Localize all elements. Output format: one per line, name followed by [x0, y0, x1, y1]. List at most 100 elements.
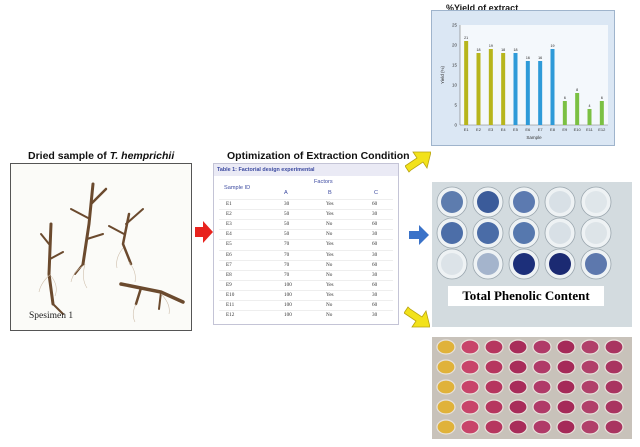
well	[556, 399, 576, 415]
cell-factor-b: No	[326, 231, 333, 238]
purple-well-plate-illustration	[436, 339, 624, 435]
y-tick-label: 20	[452, 43, 458, 48]
x-tick-label: E1	[464, 127, 470, 132]
red-arrow-icon	[195, 221, 213, 243]
cell-factor-a: 50	[284, 221, 290, 228]
specimen-label: Spesimen 1	[29, 311, 73, 321]
well	[477, 253, 499, 275]
bar-e7	[538, 61, 543, 125]
column-header-c: C	[374, 190, 379, 196]
well	[484, 399, 504, 415]
seagrass-specimen-illustration: Spesimen 1	[29, 182, 185, 323]
well	[513, 222, 535, 244]
chart-title: %Yield of extract	[446, 3, 519, 13]
column-header-a: A	[284, 190, 288, 196]
bar-value-label: 6	[601, 96, 603, 100]
y-tick-label: 25	[452, 23, 458, 28]
well	[580, 399, 600, 415]
well	[585, 253, 607, 275]
cell-factor-b: No	[326, 221, 333, 228]
well	[508, 419, 528, 435]
cell-factor-c: 60	[372, 241, 378, 248]
blue-arrow-icon	[409, 225, 429, 245]
well	[556, 419, 576, 435]
bar-e10	[575, 93, 580, 125]
cell-factor-a: 100	[284, 291, 292, 298]
cell-factor-b: No	[326, 312, 333, 319]
well	[441, 253, 463, 275]
cell-factor-c: 60	[372, 201, 378, 207]
bar-e8	[550, 49, 555, 125]
cell-sample-id: E9	[226, 281, 232, 288]
x-axis-label: Sample	[526, 135, 542, 140]
table-row-divider	[219, 229, 393, 231]
cell-factor-b: Yes	[326, 241, 334, 248]
well	[556, 359, 576, 375]
cell-factor-c: 30	[372, 291, 378, 298]
cell-factor-a: 100	[284, 312, 292, 319]
well	[549, 222, 571, 244]
cell-sample-id: E3	[226, 221, 232, 228]
well	[580, 339, 600, 355]
well	[556, 379, 576, 395]
x-tick-label: E4	[501, 127, 507, 132]
well	[580, 419, 600, 435]
table-row-divider	[219, 259, 393, 261]
specimen-photo: Spesimen 1	[10, 163, 192, 331]
cell-sample-id: E4	[226, 231, 232, 238]
well	[513, 253, 535, 275]
table-row-divider	[219, 269, 393, 271]
bar-e12	[599, 101, 604, 125]
table-row-divider	[219, 310, 393, 312]
well	[532, 379, 552, 395]
well	[532, 339, 552, 355]
well	[532, 359, 552, 375]
cell-factor-a: 50	[284, 231, 290, 238]
well	[436, 399, 456, 415]
x-tick-label: E12	[598, 127, 606, 132]
bar-e6	[525, 61, 530, 125]
cell-sample-id: E7	[226, 261, 232, 268]
bar-e3	[488, 49, 493, 125]
bar-value-label: 18	[501, 48, 505, 52]
optimization-title: Optimization of Extraction Condition	[227, 150, 410, 162]
dried-sample-title-prefix: Dried sample of	[28, 150, 110, 162]
yellow-arrow-up-icon	[405, 151, 431, 173]
cell-factor-b: No	[326, 302, 333, 308]
well	[604, 379, 624, 395]
cell-factor-b: No	[326, 271, 333, 278]
well	[484, 379, 504, 395]
table-row-divider	[219, 249, 393, 251]
x-tick-label: E5	[513, 127, 519, 132]
cell-factor-a: 70	[284, 271, 290, 278]
well	[460, 399, 480, 415]
dried-sample-title: Dried sample of T. hemprichii	[28, 150, 174, 162]
plot-area	[460, 25, 608, 125]
well	[484, 419, 504, 435]
cell-sample-id: E5	[226, 241, 232, 248]
sample-id-header: Sample ID	[224, 185, 251, 191]
y-tick-label: 10	[452, 83, 458, 88]
factors-header: Factors	[314, 179, 333, 185]
y-tick-label: 15	[452, 63, 458, 68]
well	[580, 379, 600, 395]
well	[441, 191, 463, 213]
well	[532, 419, 552, 435]
cell-factor-c: 30	[372, 211, 378, 218]
cell-factor-b: Yes	[326, 281, 334, 288]
well	[508, 339, 528, 355]
cell-factor-b: Yes	[326, 291, 334, 298]
well	[604, 399, 624, 415]
bar-e11	[587, 109, 592, 125]
cell-factor-a: 100	[284, 281, 292, 288]
cell-sample-id: E6	[226, 251, 232, 258]
x-tick-label: E6	[525, 127, 531, 132]
cell-factor-c: 60	[372, 261, 378, 268]
well	[484, 339, 504, 355]
cell-factor-a: 70	[284, 241, 290, 248]
well	[604, 339, 624, 355]
well	[585, 222, 607, 244]
bar-value-label: 16	[538, 56, 542, 60]
